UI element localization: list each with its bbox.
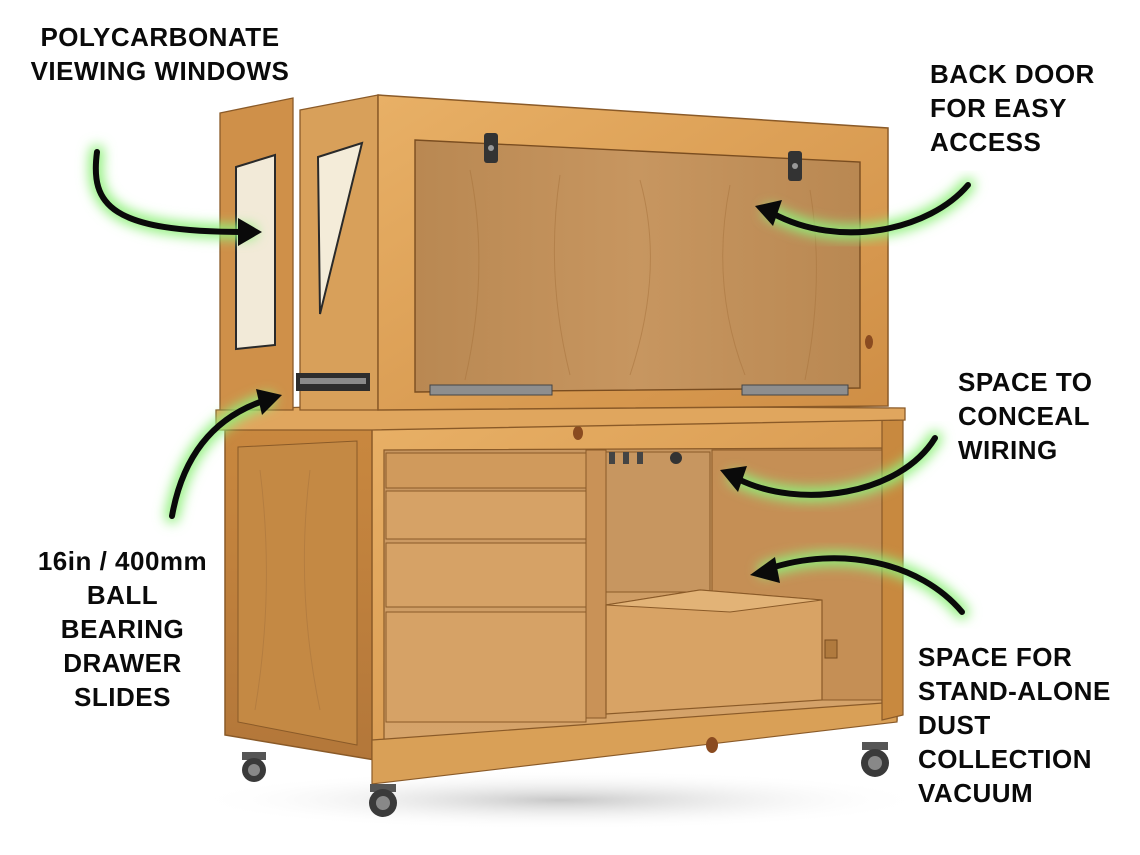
back-door (414, 139, 861, 393)
label-drawer-slides: 16in / 400mm BALL BEARING DRAWER SLIDES (20, 544, 225, 714)
wood-knot (706, 737, 718, 753)
door-latch (484, 133, 498, 163)
label-line: SPACE TO (958, 367, 1093, 397)
label-line: STAND-ALONE (918, 676, 1111, 706)
wood-knot (573, 426, 583, 440)
label-line: BEARING (60, 614, 185, 644)
label-conceal-wiring: SPACE TO CONCEAL WIRING (958, 365, 1093, 467)
wood-knot (865, 335, 873, 349)
drawer-slide-rail (300, 378, 366, 384)
arrows (88, 145, 975, 619)
side-window (316, 141, 364, 315)
enclosure-left-side (299, 94, 379, 411)
arrow-dust-collection (750, 551, 969, 619)
label-line: BALL (86, 580, 159, 610)
label-line: DUST (918, 710, 991, 740)
label-line: WIRING (958, 435, 1058, 465)
arrow-polycarbonate (88, 145, 262, 246)
upper-enclosure (219, 94, 889, 711)
label-line: 16in / 400mm (37, 546, 208, 576)
vacuum-box-top (605, 589, 823, 613)
wiring-panel (605, 451, 711, 593)
door-latch (788, 151, 802, 181)
arrow-wiring (720, 431, 942, 502)
drawer-4 (385, 611, 587, 723)
label-back-door: BACK DOOR FOR EASY ACCESS (930, 57, 1095, 159)
vacuum-port (824, 639, 838, 659)
label-polycarbonate-windows: POLYCARBONATE VIEWING WINDOWS (20, 20, 300, 88)
door-hinge (429, 384, 553, 396)
arrow-drawer-slides (165, 389, 282, 523)
caster-wheels (242, 742, 889, 817)
label-line: VACUUM (918, 778, 1034, 808)
drawer-2 (385, 490, 587, 540)
label-line: FOR EASY (930, 93, 1067, 123)
drawer-3 (385, 542, 587, 608)
label-line: DRAWER (63, 648, 182, 678)
label-line: SPACE FOR (918, 642, 1073, 672)
base-cabinet (224, 417, 904, 785)
label-dust-collection: SPACE FOR STAND-ALONE DUST COLLECTION VA… (918, 640, 1111, 810)
drawer-1 (385, 452, 587, 489)
base-left-side-panel (237, 440, 358, 746)
center-divider (585, 449, 607, 719)
label-line: POLYCARBONATE (40, 22, 280, 52)
label-line: SLIDES (74, 682, 171, 712)
label-line: ACCESS (930, 127, 1042, 157)
caster-front-right (861, 742, 889, 777)
caster-front-left (369, 784, 397, 817)
label-line: CONCEAL (958, 401, 1091, 431)
door-hinge (741, 384, 849, 396)
floor-shadow (190, 770, 930, 830)
wood-grain (254, 169, 817, 711)
caster-back-left (242, 752, 266, 782)
wiring-switches (609, 452, 682, 464)
label-line: COLLECTION (918, 744, 1092, 774)
left-window (235, 153, 276, 351)
base-bottom-rail (371, 701, 898, 785)
label-line: VIEWING WINDOWS (30, 56, 290, 86)
label-line: BACK DOOR (930, 59, 1095, 89)
arrow-back-door (755, 178, 975, 240)
